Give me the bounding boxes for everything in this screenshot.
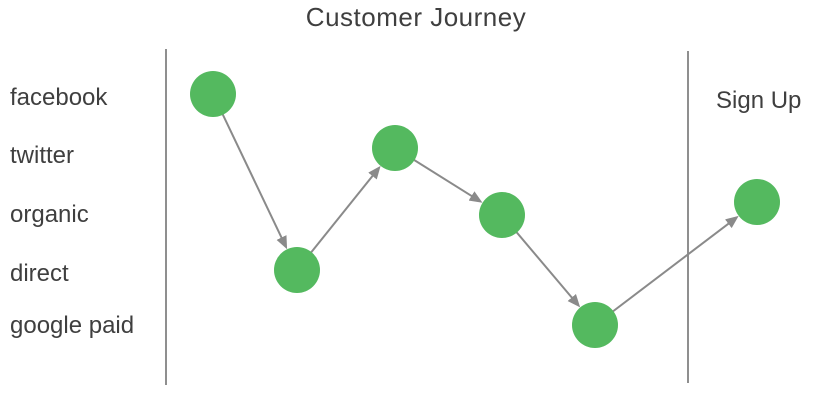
journey-arrow-facebook-to-direct: [212, 93, 288, 250]
diagram-title: Customer Journey: [305, 2, 527, 32]
channel-label-direct: direct: [10, 259, 69, 287]
journey-node-twitter: [372, 125, 418, 171]
channel-label-organic: organic: [10, 200, 89, 228]
journey-arrow-google-paid-to-sign-up: [594, 215, 739, 326]
goal-label: Sign Up: [716, 87, 802, 114]
channel-label-google-paid: google paid: [10, 311, 135, 339]
journey-node-direct: [274, 247, 320, 293]
journey-node-organic: [479, 192, 525, 238]
channel-label-twitter: twitter: [10, 141, 75, 169]
journey-node-sign-up: [734, 179, 780, 225]
channel-label-facebook: facebook: [10, 83, 108, 111]
journey-node-facebook: [190, 71, 236, 117]
journey-node-google-paid: [572, 302, 618, 348]
